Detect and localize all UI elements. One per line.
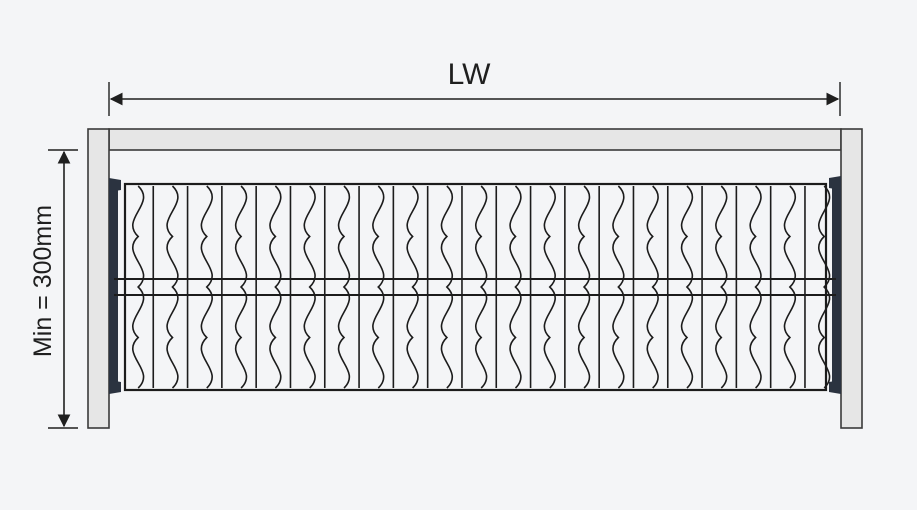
- rack-wavy-wire: [783, 185, 797, 389]
- rack-wavy-wire: [817, 185, 831, 389]
- width-dimension: LW: [108, 58, 841, 116]
- rack-wavy-wire: [680, 185, 694, 389]
- right-slide-runner: [829, 176, 841, 394]
- wire-basket-rack: [114, 182, 836, 392]
- cabinet-left-panel: [87, 128, 110, 429]
- rack-wavy-wire: [577, 185, 591, 389]
- rack-wavy-wire: [509, 185, 522, 389]
- rack-straight-wires: [152, 186, 806, 388]
- rack-wavy-wire: [303, 185, 316, 389]
- rack-wavy-wire: [646, 185, 659, 389]
- left-slide-runner: [109, 178, 121, 394]
- rack-wavy-wire: [166, 185, 179, 389]
- rack-wavy-wire: [269, 185, 282, 389]
- cabinet-right-panel: [840, 128, 863, 429]
- width-label: LW: [448, 58, 491, 91]
- rack-wavy-wire: [440, 185, 454, 389]
- rack-wavy-wire: [474, 185, 488, 389]
- rack-wavy-wire: [749, 185, 762, 389]
- rack-wavy-wire: [234, 185, 248, 389]
- rack-wavy-wire: [715, 185, 728, 389]
- rack-wavy-wire: [200, 185, 213, 389]
- rack-wavy-wire: [406, 185, 419, 389]
- cabinet-top-panel: [108, 128, 842, 151]
- rack-wavy-wire: [612, 185, 625, 389]
- rack-wavy-wires: [131, 185, 831, 389]
- height-dimension: Min = 300mm: [29, 149, 78, 429]
- rack-wavy-wire: [337, 185, 351, 389]
- rack-wavy-wire: [372, 185, 385, 389]
- rack-wavy-wire: [131, 185, 145, 389]
- height-label: Min = 300mm: [29, 205, 57, 357]
- rack-outer-frame: [123, 182, 828, 392]
- rack-wavy-wire: [543, 185, 556, 389]
